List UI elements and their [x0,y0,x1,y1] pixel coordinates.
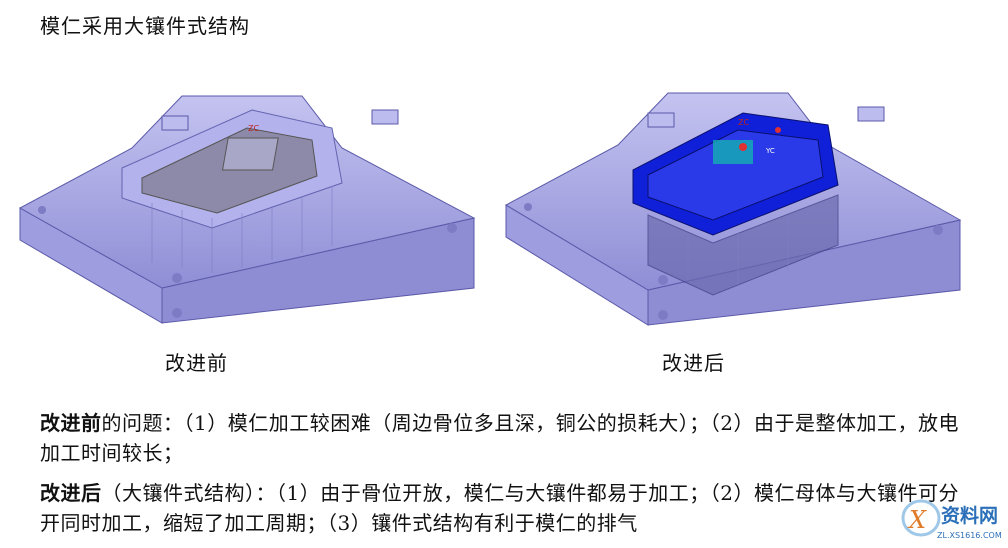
axis-label-zc: ZC [248,124,259,133]
watermark-url: ZL.XS1616.COM [937,531,1002,540]
watermark-name: 资料网 [941,504,998,527]
axis-label-zc: ZC [738,118,749,127]
mold-after-image: ZC YC [504,92,962,326]
paragraph-after-text: （大镶件式结构）：（1）由于骨位开放，模仁与大镶件都易于加工；（2）模仁母体与大… [40,481,959,535]
paragraph-before-lead: 改进前 [40,411,102,435]
caption-before: 改进前 [165,351,228,375]
mold-before-image: ZC [18,95,476,324]
watermark-logo: X 资料网 ZL.XS1616.COM [901,499,1002,540]
paragraph-after-lead: 改进后 [40,481,102,505]
axis-label-yc: YC [765,147,775,155]
paragraph-before-text: 的问题：（1）模仁加工较困难（周边骨位多且深，铜公的损耗大）；（2）由于是整体加… [40,411,959,465]
page-title: 模仁采用大镶件式结构 [40,14,250,38]
caption-after: 改进后 [662,351,725,375]
watermark-mark-icon: X [901,499,941,537]
svg-text:X: X [907,506,927,534]
paragraph-before: 改进前的问题：（1）模仁加工较困难（周边骨位多且深，铜公的损耗大）；（2）由于是… [40,408,970,468]
paragraph-after: 改进后（大镶件式结构）：（1）由于骨位开放，模仁与大镶件都易于加工；（2）模仁母… [40,478,970,538]
